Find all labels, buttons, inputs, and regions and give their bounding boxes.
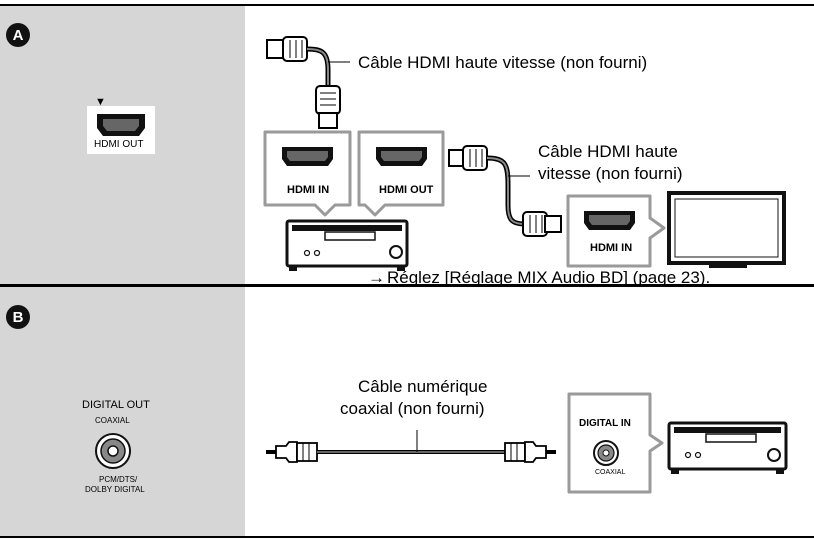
digital-out-title: DIGITAL OUT bbox=[82, 399, 150, 411]
tv-icon bbox=[667, 191, 786, 268]
amp-hdmi-out-label: HDMI OUT bbox=[379, 184, 434, 196]
section-b-badge: B bbox=[6, 305, 30, 329]
hdmi-plug-icon bbox=[522, 211, 562, 237]
hdmi-port-icon bbox=[97, 114, 145, 136]
digital-out-footer-2: DOLBY DIGITAL bbox=[85, 485, 145, 494]
hdmi-cable-label-2-line1: Câble HDMI haute bbox=[538, 142, 678, 161]
hdmi-cable-label-2-line2: vitesse (non fourni) bbox=[538, 164, 683, 183]
amp-hdmi-in-label: HDMI IN bbox=[287, 184, 330, 196]
av-receiver-icon bbox=[667, 421, 788, 474]
coax-cable-label-line1: Câble numérique bbox=[358, 377, 488, 396]
amp-hdmi-out-port bbox=[357, 130, 445, 217]
player-hdmi-out-port bbox=[87, 106, 155, 154]
amp-digital-in-coaxial-label: COAXIAL bbox=[595, 469, 626, 476]
coaxial-jack-icon bbox=[95, 433, 131, 469]
hdmi-cable-label-1: Câble HDMI haute vitesse (non fourni) bbox=[358, 53, 648, 72]
coax-cable-label-line2: coaxial (non fourni) bbox=[340, 399, 485, 418]
tv-hdmi-in-label: HDMI IN bbox=[590, 242, 633, 254]
rca-plug-icon bbox=[266, 441, 318, 463]
setting-note: Réglez [Réglage MIX Audio BD] (page 23). bbox=[387, 268, 711, 287]
av-receiver-icon bbox=[285, 219, 409, 271]
tv-hdmi-in-port bbox=[566, 194, 666, 268]
top-rule bbox=[0, 4, 814, 6]
digital-out-footer-1: PCM/DTS/ bbox=[99, 475, 138, 484]
setting-note-arrow: → bbox=[368, 268, 385, 287]
hdmi-plug-icon bbox=[448, 145, 488, 171]
digital-out-coaxial-label: COAXIAL bbox=[95, 416, 130, 425]
amp-hdmi-in-port bbox=[263, 130, 352, 217]
section-b-player-panel bbox=[0, 287, 245, 536]
hdmi-plug-icon bbox=[266, 36, 308, 62]
player-port-arrow: ▼ bbox=[95, 96, 106, 108]
hdmi-plug-icon bbox=[315, 85, 341, 129]
amp-digital-in-port bbox=[567, 392, 664, 494]
section-a-badge: A bbox=[6, 23, 30, 47]
rca-plug-icon bbox=[504, 441, 556, 463]
bottom-rule bbox=[0, 536, 814, 538]
section-divider bbox=[0, 284, 814, 287]
player-hdmi-out-label: HDMI OUT bbox=[94, 139, 144, 150]
amp-digital-in-label: DIGITAL IN bbox=[579, 418, 631, 429]
